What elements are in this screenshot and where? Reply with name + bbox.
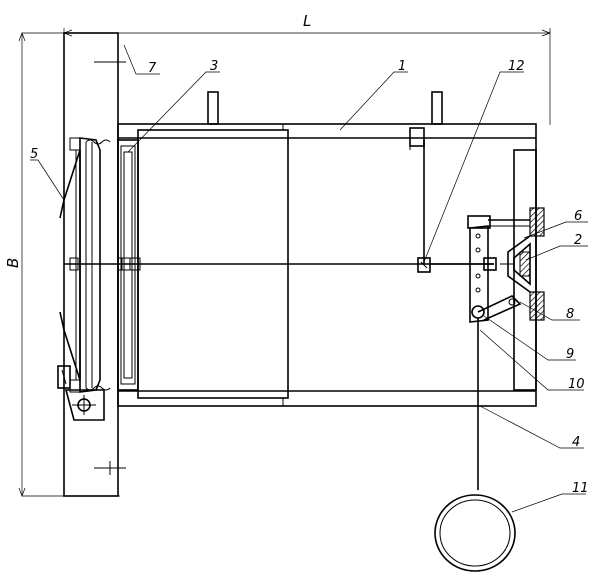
inner-cylinder: [137, 124, 289, 406]
callout-6: 6: [574, 209, 582, 224]
callout-3: 3: [210, 59, 218, 74]
damper-cover: [59, 137, 81, 393]
callout-5: 5: [30, 147, 38, 162]
callout-8: 8: [566, 307, 574, 322]
dimension-length-label: L: [303, 12, 311, 30]
thermal-lock: [500, 207, 545, 321]
top-lugs: [207, 91, 443, 125]
pull-ring: [434, 494, 516, 572]
callout-labels: 1 2 3 4 5 6 7 8 9 10 11 12: [30, 59, 589, 496]
spring-gasket: [79, 137, 139, 393]
callout-12: 12: [508, 59, 525, 74]
dimension-length: L: [63, 12, 551, 125]
leader-lines: [30, 44, 588, 513]
hinge-bracket: [57, 365, 105, 421]
callout-2: 2: [574, 233, 582, 248]
callout-10: 10: [568, 377, 585, 392]
callout-9: 9: [566, 347, 574, 362]
housing-body: [117, 123, 537, 407]
callout-11: 11: [572, 481, 589, 496]
callout-4: 4: [572, 435, 580, 450]
dimension-height-label: B: [4, 258, 22, 268]
lever-mechanism: [430, 215, 530, 490]
callout-1: 1: [398, 59, 406, 74]
callout-7: 7: [148, 61, 157, 76]
bracket-12: [409, 127, 431, 273]
